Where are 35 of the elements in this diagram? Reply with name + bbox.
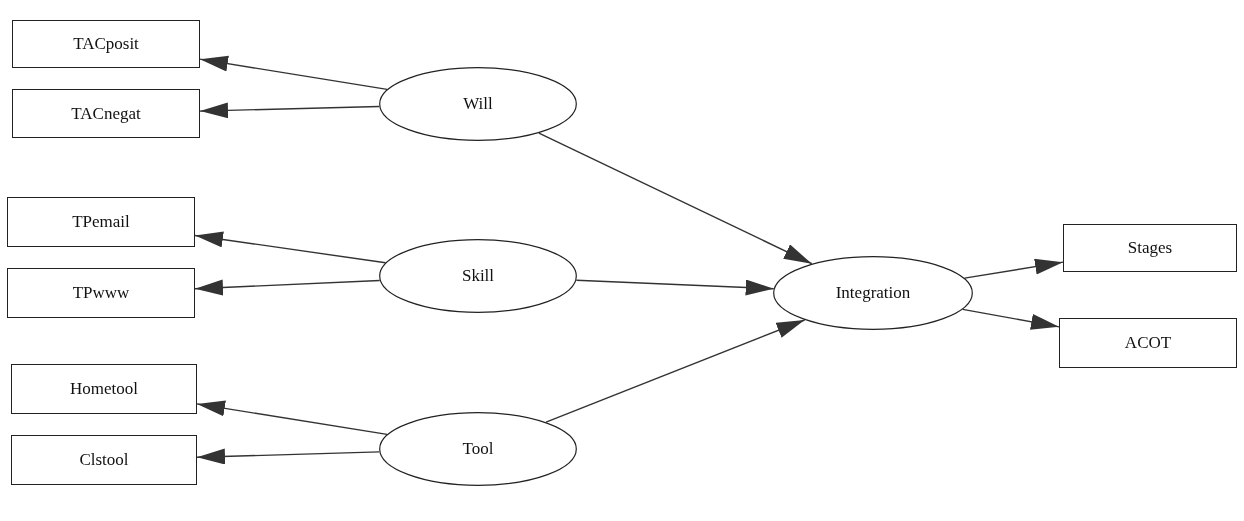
node-label: Tool — [462, 439, 494, 459]
construct-ellipse — [773, 256, 973, 330]
construct-ellipse — [379, 412, 577, 486]
arrow — [194, 279, 381, 296]
variable-box — [11, 364, 197, 414]
variable-box — [1059, 318, 1237, 368]
arrow — [196, 448, 380, 465]
variable-box — [1063, 224, 1237, 272]
arrow — [575, 279, 775, 296]
node-label: ACOT — [1124, 333, 1172, 353]
variable-box — [7, 268, 195, 318]
node-label: Hometool — [70, 379, 138, 399]
arrow — [196, 400, 388, 436]
node-label: Integration — [835, 283, 911, 303]
construct-ellipse — [379, 67, 577, 141]
node-label: Skill — [461, 266, 495, 286]
arrow — [545, 319, 806, 423]
node-label: Will — [463, 94, 493, 114]
node-label: TPemail — [72, 212, 130, 232]
arrow — [962, 308, 1060, 330]
node-label: Stages — [1127, 238, 1173, 258]
variable-box — [12, 20, 200, 68]
arrow — [199, 102, 380, 119]
arrow — [199, 55, 388, 91]
arrow — [194, 231, 387, 264]
arrow — [963, 258, 1064, 279]
variable-box — [12, 89, 200, 138]
node-label: TPwww — [72, 283, 130, 303]
node-label: TACposit — [73, 34, 139, 54]
node-label: Clstool — [79, 450, 129, 470]
variable-box — [11, 435, 197, 485]
construct-ellipse — [379, 239, 577, 313]
variable-box — [7, 197, 195, 247]
node-label: TACnegat — [71, 103, 141, 124]
arrow — [538, 132, 813, 265]
